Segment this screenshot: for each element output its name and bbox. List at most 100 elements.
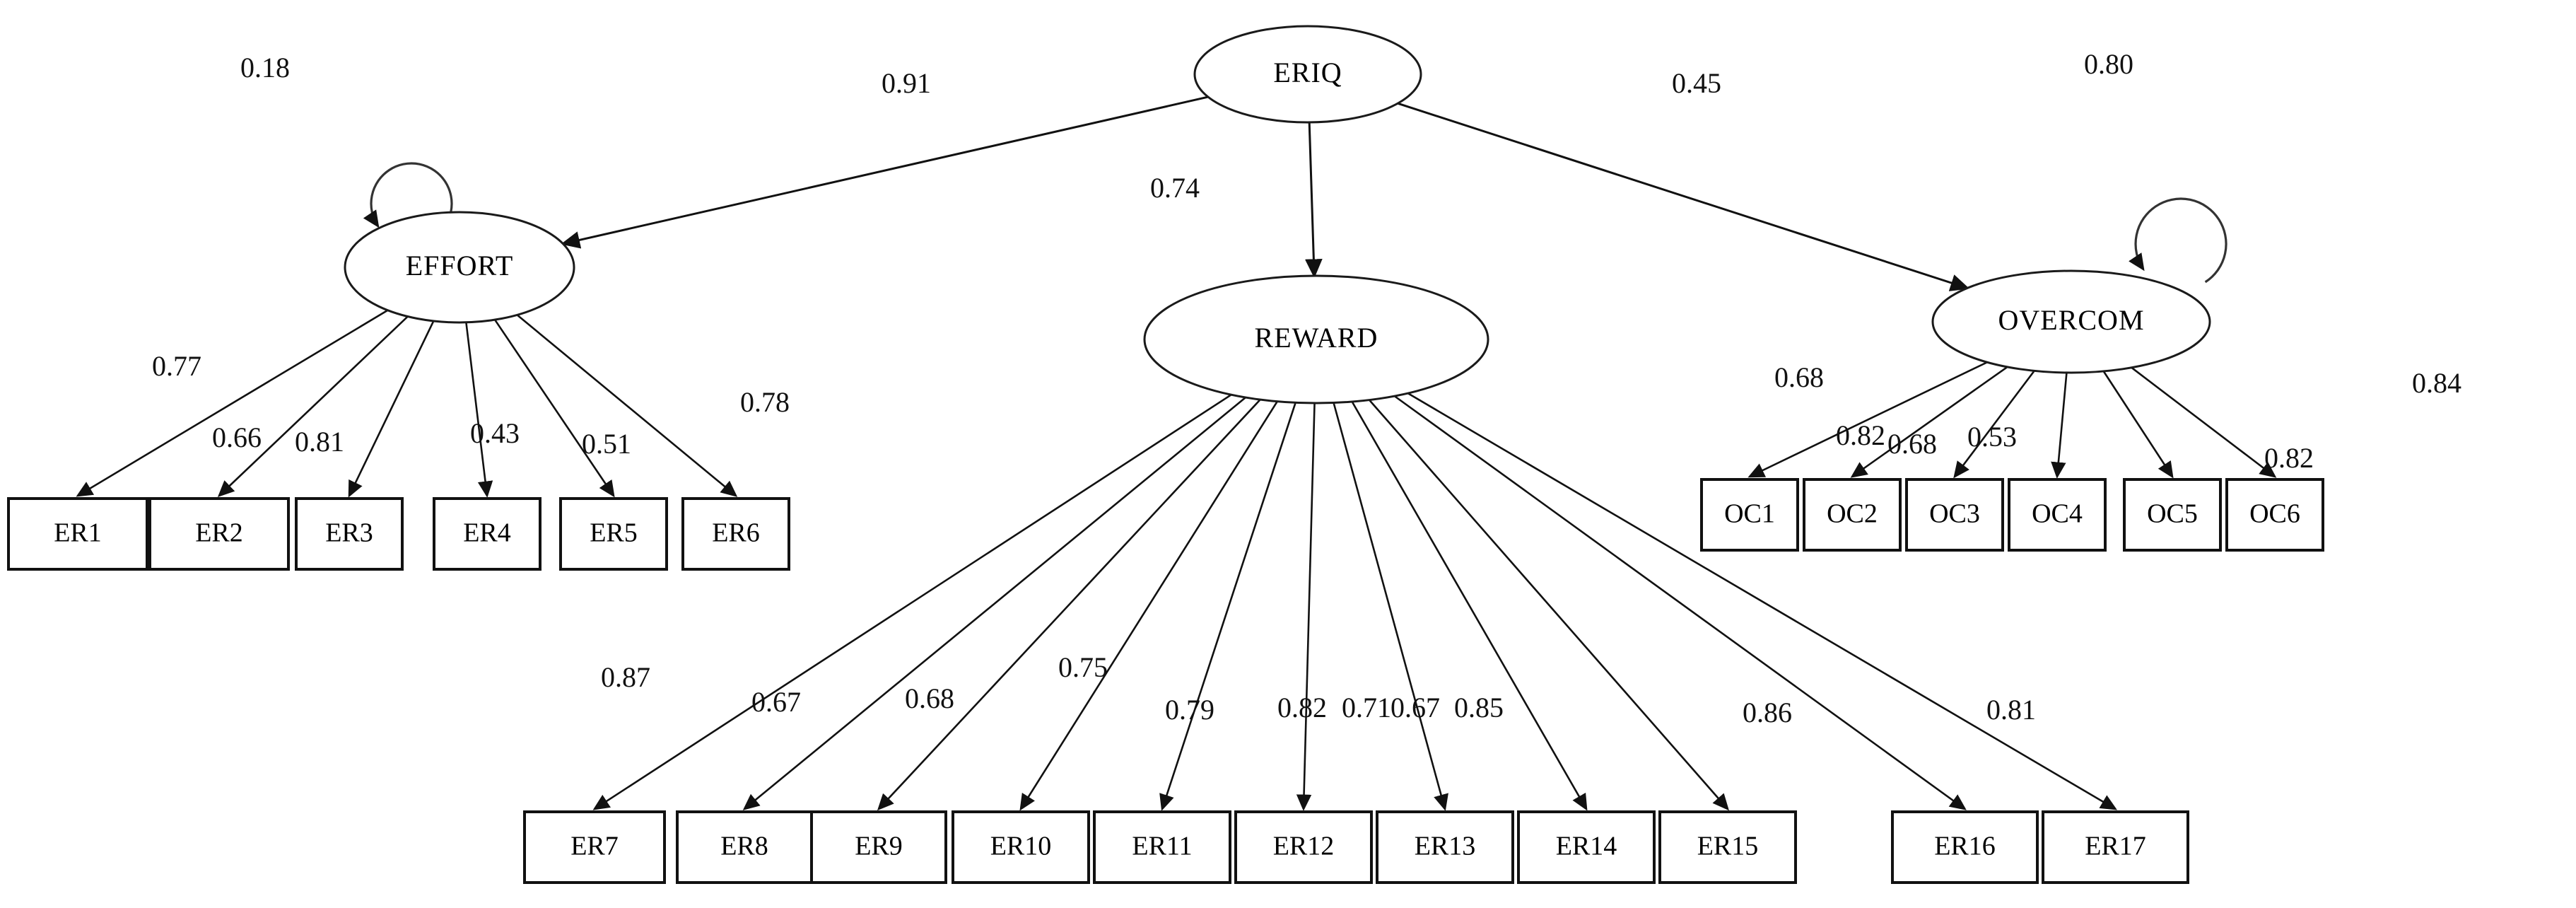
coef-loading-reward-er13: 0.71	[1342, 692, 1391, 723]
loading-reward-er17	[1407, 392, 2118, 810]
indicator-box-er3[interactable]	[295, 497, 404, 571]
indicator-label-oc5: OC5	[2147, 499, 2198, 529]
loading-effort-er1	[76, 309, 389, 497]
indicator-box-er8[interactable]	[676, 810, 813, 884]
indicator-box-er9[interactable]	[810, 810, 947, 884]
indicator-box-er7[interactable]	[523, 810, 666, 884]
coef-loading-reward-er14: 0.67	[1391, 692, 1440, 723]
indicator-box-oc1[interactable]	[1700, 478, 1799, 552]
structural-path-eriq-effort	[561, 95, 1209, 249]
indicator-box-er4[interactable]	[433, 497, 541, 571]
indicator-box-oc3[interactable]	[1905, 478, 2004, 552]
coef-loading-reward-er15: 0.85	[1454, 692, 1504, 723]
latent-label-reward: REWARD	[1255, 322, 1378, 354]
loading-overcom-oc4	[2051, 372, 2068, 479]
coef-loading-overcom-oc2: 0.82	[1836, 419, 1885, 451]
coef-loading-overcom-oc1: 0.68	[1774, 361, 1824, 393]
indicator-box-er13[interactable]	[1376, 810, 1514, 884]
indicator-box-er15[interactable]	[1658, 810, 1797, 884]
coef-effort-residual: 0.18	[240, 52, 290, 83]
latent-node-overcom[interactable]	[1931, 269, 2211, 374]
loading-reward-er15	[1369, 399, 1729, 811]
coef-loading-reward-er9: 0.68	[905, 682, 954, 714]
indicator-label-er8: ER8	[720, 832, 768, 861]
indicator-box-er12[interactable]	[1234, 810, 1373, 884]
loading-effort-er2	[217, 315, 409, 498]
coef-loading-reward-er11: 0.79	[1165, 694, 1214, 726]
coef-loading-reward-er10: 0.75	[1058, 651, 1108, 683]
indicator-box-er11[interactable]	[1093, 810, 1231, 884]
loading-overcom-oc5	[2102, 371, 2174, 479]
indicator-box-er2[interactable]	[148, 497, 290, 571]
loading-effort-er5	[493, 319, 615, 498]
self-loop-overcom-residual	[2129, 197, 2227, 284]
indicator-label-er14: ER14	[1556, 832, 1617, 861]
loading-reward-er8	[742, 397, 1246, 810]
indicator-box-er16[interactable]	[1891, 810, 2039, 884]
coef-loading-reward-er17: 0.81	[1986, 694, 2036, 726]
coef-overcom-residual: 0.80	[2084, 48, 2133, 80]
indicator-box-er5[interactable]	[559, 497, 668, 571]
indicator-label-oc3: OC3	[1929, 499, 1980, 529]
factor-loading-edges	[76, 309, 2277, 811]
residual-self-loops	[363, 162, 2227, 284]
indicator-box-er17[interactable]	[2042, 810, 2189, 884]
loading-overcom-oc3	[1953, 370, 2035, 479]
loading-reward-er9	[877, 399, 1261, 811]
indicator-label-er17: ER17	[2085, 832, 2146, 861]
loading-reward-er14	[1351, 401, 1588, 811]
indicator-label-er3: ER3	[325, 518, 373, 548]
coef-loading-reward-er8: 0.67	[751, 686, 801, 718]
latent-node-reward[interactable]	[1143, 274, 1489, 404]
indicator-label-oc2: OC2	[1827, 499, 1878, 529]
loading-overcom-oc2	[1850, 366, 2008, 478]
indicator-box-er10[interactable]	[952, 810, 1090, 884]
indicator-label-oc1: OC1	[1724, 499, 1775, 529]
coef-loading-overcom-oc5: 0.82	[2264, 442, 2314, 474]
coef-loading-effort-er4: 0.43	[470, 417, 520, 449]
indicator-box-er1[interactable]	[7, 497, 148, 571]
indicator-label-er10: ER10	[990, 832, 1052, 861]
indicator-label-er13: ER13	[1415, 832, 1476, 861]
coef-loading-effort-er5: 0.51	[582, 428, 631, 460]
indicator-box-er6[interactable]	[681, 497, 790, 571]
loading-effort-er3	[348, 320, 435, 498]
loading-reward-er13	[1333, 402, 1448, 811]
coef-loading-reward-er16: 0.86	[1743, 697, 1792, 728]
indicator-label-er7: ER7	[570, 832, 619, 861]
indicator-label-oc4: OC4	[2032, 499, 2083, 529]
loading-reward-er12	[1296, 402, 1316, 811]
latent-node-eriq[interactable]	[1193, 25, 1422, 124]
indicator-label-er9: ER9	[855, 832, 903, 861]
coef-loading-effort-er6: 0.78	[740, 386, 790, 418]
coef-loading-reward-er7: 0.87	[601, 661, 650, 693]
indicator-box-er14[interactable]	[1517, 810, 1656, 884]
indicator-box-oc4[interactable]	[2008, 478, 2107, 552]
indicator-box-oc6[interactable]	[2225, 478, 2324, 552]
indicator-box-oc2[interactable]	[1803, 478, 1902, 552]
indicator-label-er1: ER1	[54, 518, 102, 548]
loading-reward-er11	[1159, 402, 1296, 811]
latent-node-effort[interactable]	[344, 211, 575, 324]
latent-label-overcom: OVERCOM	[1998, 304, 2144, 336]
indicator-label-er6: ER6	[712, 518, 760, 548]
coef-loading-effort-er3: 0.81	[295, 426, 344, 458]
coef-loading-effort-er2: 0.66	[212, 421, 262, 453]
indicator-box-oc5[interactable]	[2123, 478, 2222, 552]
coef-loading-overcom-oc4: 0.53	[1967, 421, 2017, 453]
coef-eriq-effort: 0.91	[882, 67, 931, 99]
coef-loading-overcom-oc6: 0.84	[2412, 367, 2461, 399]
loading-reward-er10	[1019, 400, 1278, 811]
indicator-label-er2: ER2	[195, 518, 243, 548]
coef-eriq-overcom: 0.45	[1672, 67, 1721, 99]
coef-loading-effort-er1: 0.77	[152, 350, 201, 382]
loading-reward-er16	[1393, 395, 1967, 810]
latent-label-eriq: ERIQ	[1273, 57, 1342, 88]
loading-overcom-oc1	[1747, 361, 1988, 478]
loading-overcom-oc6	[2131, 366, 2277, 478]
